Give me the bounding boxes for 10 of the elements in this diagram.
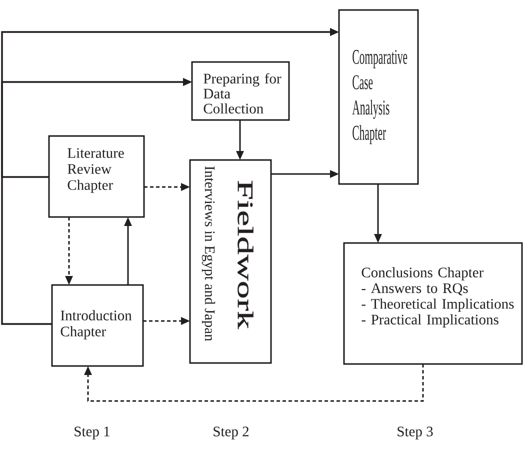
process-box: Preparing for Data Collection [191, 61, 290, 121]
process-box: Introduction Chapter [51, 284, 144, 367]
process-box: Literature Review Chapter [48, 135, 145, 218]
process-box: Fieldwork Interviews in Egypt and Japan [189, 159, 272, 364]
dashed-arrow [84, 364, 424, 402]
process-box: Conclusions Chapter - Answers to RQs - Theoretical Implications - Practical Implications [343, 242, 523, 365]
process-box: Comparative Case Analysis Chapter [338, 9, 419, 185]
step-label: Step 3 [398, 426, 433, 440]
step-label: Step 2 [214, 426, 249, 440]
step-label: Step 1 [74, 426, 110, 440]
